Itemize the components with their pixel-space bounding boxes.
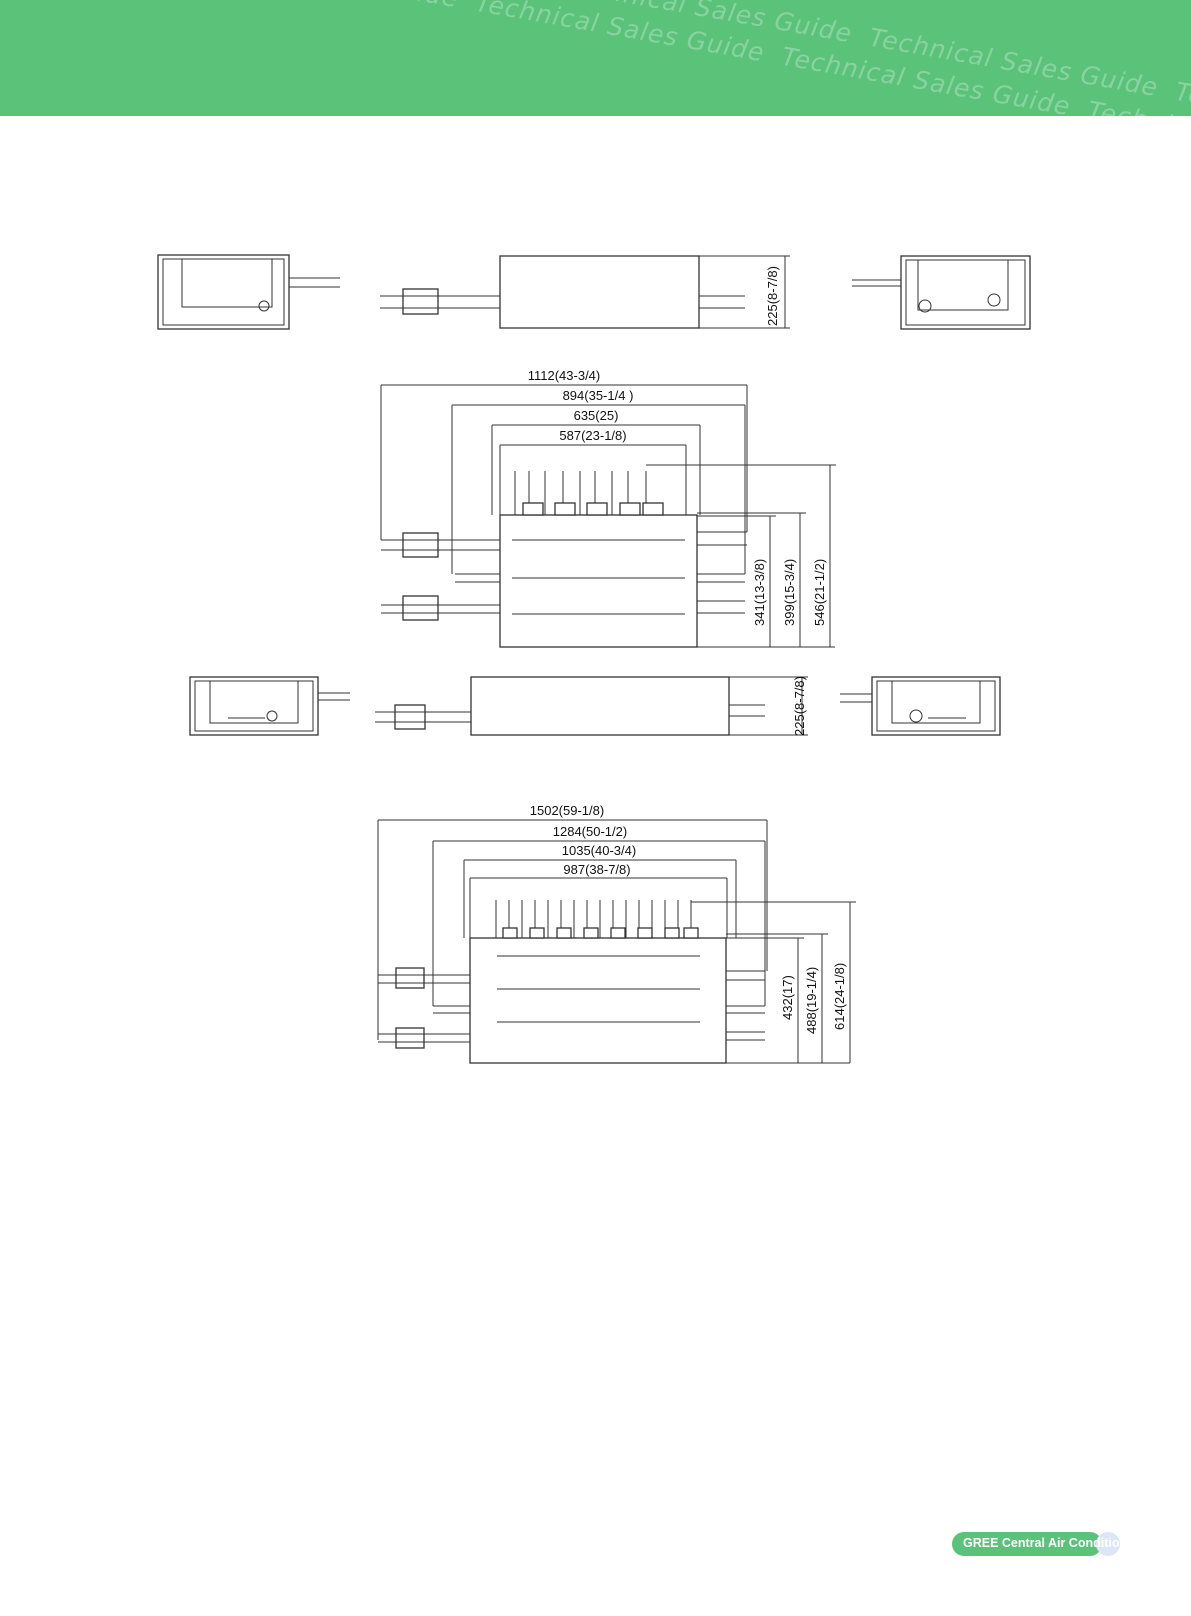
drawing1-height-body: 341(13-3/8) bbox=[752, 559, 767, 626]
drawing1-side-view-right bbox=[852, 255, 1031, 330]
drawing1-side-view-left bbox=[157, 254, 340, 330]
drawing2-width-mounting: 1035(40-3/4) bbox=[562, 843, 636, 858]
drawing2-height-body: 432(17) bbox=[780, 975, 795, 1020]
drawing2-top-height: 225(8-7/8) bbox=[792, 676, 807, 736]
header-banner: Technical Sales Guide Technical Sales Gu… bbox=[0, 0, 1191, 116]
drawing1-top-height: 225(8-7/8) bbox=[765, 266, 780, 326]
drawing2-height-overall: 614(24-1/8) bbox=[832, 963, 847, 1030]
footer-pill bbox=[952, 1532, 1102, 1556]
drawing1-width-overall: 1112(43-3/4) bbox=[528, 368, 601, 383]
drawing1-width-mounting: 635(25) bbox=[574, 408, 619, 423]
drawing2-width-pipes: 1284(50-1/2) bbox=[553, 824, 627, 839]
drawing1-plan-view bbox=[381, 471, 747, 648]
drawing2-side-view-left bbox=[189, 676, 350, 736]
drawing2-plan-view bbox=[378, 900, 765, 1064]
drawing1-height-mounting: 399(15-3/4) bbox=[782, 559, 797, 626]
drawing2-width-body: 987(38-7/8) bbox=[563, 862, 630, 877]
footer-brand-label: GREE Central Air Conditioners bbox=[963, 1536, 1146, 1550]
footer-dot-icon bbox=[1096, 1532, 1120, 1556]
drawing2-side-view-right bbox=[840, 676, 1001, 736]
drawing2-front-view bbox=[375, 676, 808, 736]
drawing1-width-pipes: 894(35-1/4 ) bbox=[563, 388, 634, 403]
drawing2-height-mounting: 488(19-1/4) bbox=[804, 967, 819, 1034]
drawing1-height-overall: 546(21-1/2) bbox=[812, 559, 827, 626]
drawing1-front-view bbox=[380, 255, 790, 329]
drawing1-width-body: 587(23-1/8) bbox=[559, 428, 626, 443]
drawing2-width-overall: 1502(59-1/8) bbox=[530, 803, 604, 818]
technical-drawings: 225(8-7/8) bbox=[157, 254, 1031, 1064]
footer-brand-badge: GREE Central Air Conditioners bbox=[952, 1532, 1146, 1556]
